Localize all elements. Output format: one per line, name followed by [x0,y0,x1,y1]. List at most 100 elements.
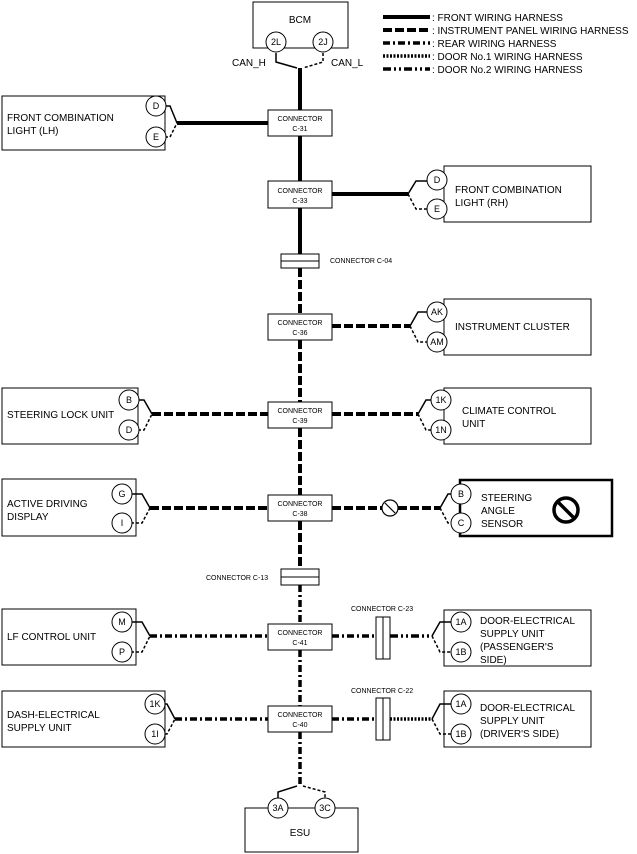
instrument-cluster-pin-am-label: AM [430,337,444,347]
esu: ESU 3A 3C [244,785,359,853]
dash-electrical-line2: SUPPLY UNIT [7,723,72,734]
steering-angle-pin-b [450,483,472,505]
bcm-pin-2j-label: 2J [318,37,328,47]
active-driving-display-line1: ACTIVE DRIVING [7,499,88,510]
legend-label-rear: : REAR WIRING HARNESS [432,39,557,50]
climate-control-line1: CLIMATE CONTROL [462,406,557,417]
esu-label: ESU [290,828,311,839]
connector-c04-label: CONNECTOR C-04 [330,258,392,265]
lf-control-pin-p [111,641,133,663]
steering-lock-label: STEERING LOCK UNIT [7,410,114,421]
connector-c31-line2: C-31 [292,126,307,133]
lf-control-pin-m [111,611,133,633]
prohibition-icon [552,496,580,524]
steering-lock-unit: STEERING LOCK UNIT B D [1,387,153,445]
connector-c23-label: CONNECTOR C-23 [351,606,413,613]
lf-control-label: LF CONTROL UNIT [7,632,96,643]
legend-label-door2: : DOOR No.2 WIRING HARNESS [432,65,583,76]
door-driver-line3: (DRIVER'S SIDE) [480,729,559,740]
esu-pin-3c [314,797,336,819]
front-comb-rh-pin-d [426,169,448,191]
active-driving-display: ACTIVE DRIVING DISPLAY G I [1,478,151,537]
connector-c36-line2: C-36 [292,330,307,337]
connector-c33: CONNECTOR C-33 [267,180,333,209]
active-driving-display-line2: DISPLAY [7,512,49,523]
instrument-cluster-pin-am [426,331,448,353]
front-comb-rh-pin-e-label: E [434,204,440,214]
active-driving-display-pin-i-label: I [121,518,124,528]
front-comb-rh-pin-d-label: D [434,175,441,185]
steering-angle-sensor: STEERING ANGLE SENSOR B C [439,478,614,538]
door-passenger-line4: SIDE) [480,655,507,666]
door-driver-pin-1a-label: 1A [455,699,466,709]
door-passenger-pin-1b-label: 1B [455,647,466,657]
bcm-can-l-wire [302,53,324,69]
front-combination-light-lh: FRONT COMBINATION LIGHT (LH) D E [1,95,178,151]
can-l-label: CAN_L [331,58,364,69]
front-comb-lh-line1: FRONT COMBINATION [7,113,114,124]
bcm-pin-2j [312,31,334,53]
connector-c40-line1: CONNECTOR [278,712,323,719]
steering-lock-pin-b-label: B [126,395,132,405]
door-passenger-pin-1b [450,641,472,663]
connector-c33-line2: C-33 [292,198,307,205]
dash-electrical-pin-1k [144,693,166,715]
bcm-can-h-wire [275,53,298,69]
door-passenger-line1: DOOR-ELECTRICAL [480,616,575,627]
connector-c22-label: CONNECTOR C-22 [351,688,413,695]
connector-c39: CONNECTOR C-39 [267,401,333,429]
instrument-cluster-label: INSTRUMENT CLUSTER [455,322,570,333]
instrument-cluster: INSTRUMENT CLUSTER AK AM [409,298,592,356]
steering-angle-line3: SENSOR [481,519,523,530]
door-passenger-line3: (PASSENGER'S [480,642,554,653]
door-driver-pin-1a [450,693,472,715]
door-driver-line2: SUPPLY UNIT [480,716,545,727]
door-passenger-pin-1a-label: 1A [455,617,466,627]
instrument-cluster-pin-ak-label: AK [431,307,443,317]
connector-c04: CONNECTOR C-04 [280,253,392,269]
connector-c36: CONNECTOR C-36 [267,313,333,341]
connector-c23: CONNECTOR C-23 [351,606,413,660]
door-electrical-supply-driver: DOOR-ELECTRICAL SUPPLY UNIT (DRIVER'S SI… [431,690,592,748]
connector-c38-line1: CONNECTOR [278,501,323,508]
steering-angle-line2: ANGLE [481,506,515,517]
door-passenger-pin-1a [450,611,472,633]
climate-control-unit: CLIMATE CONTROL UNIT 1K 1N [417,387,592,445]
legend-label-instrument-panel: : INSTRUMENT PANEL WIRING HARNESS [432,26,629,37]
door-passenger-line2: SUPPLY UNIT [480,629,545,640]
climate-control-pin-1n [430,419,452,441]
door-electrical-supply-passenger: DOOR-ELECTRICAL SUPPLY UNIT (PASSENGER'S… [431,609,592,667]
door-driver-line1: DOOR-ELECTRICAL [480,703,575,714]
steering-angle-pin-c-label: C [458,518,465,528]
bcm-pin-2l-label: 2L [271,37,281,47]
front-comb-lh-line2: LIGHT (LH) [7,126,59,137]
steering-lock-pin-d-label: D [126,425,133,435]
connector-c39-line1: CONNECTOR [278,408,323,415]
lf-control-unit: LF CONTROL UNIT M P [1,608,151,666]
front-comb-rh-line1: FRONT COMBINATION [455,185,562,196]
front-comb-lh-pin-d-label: D [153,101,160,111]
esu-box [244,807,359,853]
instrument-cluster-pin-ak [426,301,448,323]
front-comb-lh-pin-e-label: E [153,132,159,142]
connector-c41: CONNECTOR C-41 [267,623,333,651]
connector-c41-line1: CONNECTOR [278,630,323,637]
connector-c38-line2: C-38 [292,511,307,518]
connector-c13: CONNECTOR C-13 [206,568,320,586]
lf-control-pin-m-label: M [118,617,126,627]
active-driving-display-pin-i [111,512,133,534]
front-comb-rh-line2: LIGHT (RH) [455,198,508,209]
lf-control-pin-p-label: P [119,647,125,657]
climate-control-line2: UNIT [462,419,485,430]
connector-c38: CONNECTOR C-38 [267,494,333,522]
prohibition-icon-small [381,499,399,517]
connector-c13-label: CONNECTOR C-13 [206,575,268,582]
climate-control-pin-1n-label: 1N [435,425,447,435]
legend-label-front: : FRONT WIRING HARNESS [432,13,563,24]
dash-electrical-supply-unit: DASH-ELECTRICAL SUPPLY UNIT 1K 1I [1,690,176,748]
dash-electrical-pin-1i-label: 1I [151,729,159,739]
connector-c33-line1: CONNECTOR [278,188,323,195]
esu-pin-3c-label: 3C [319,803,331,813]
front-comb-lh-pin-d [145,95,167,117]
